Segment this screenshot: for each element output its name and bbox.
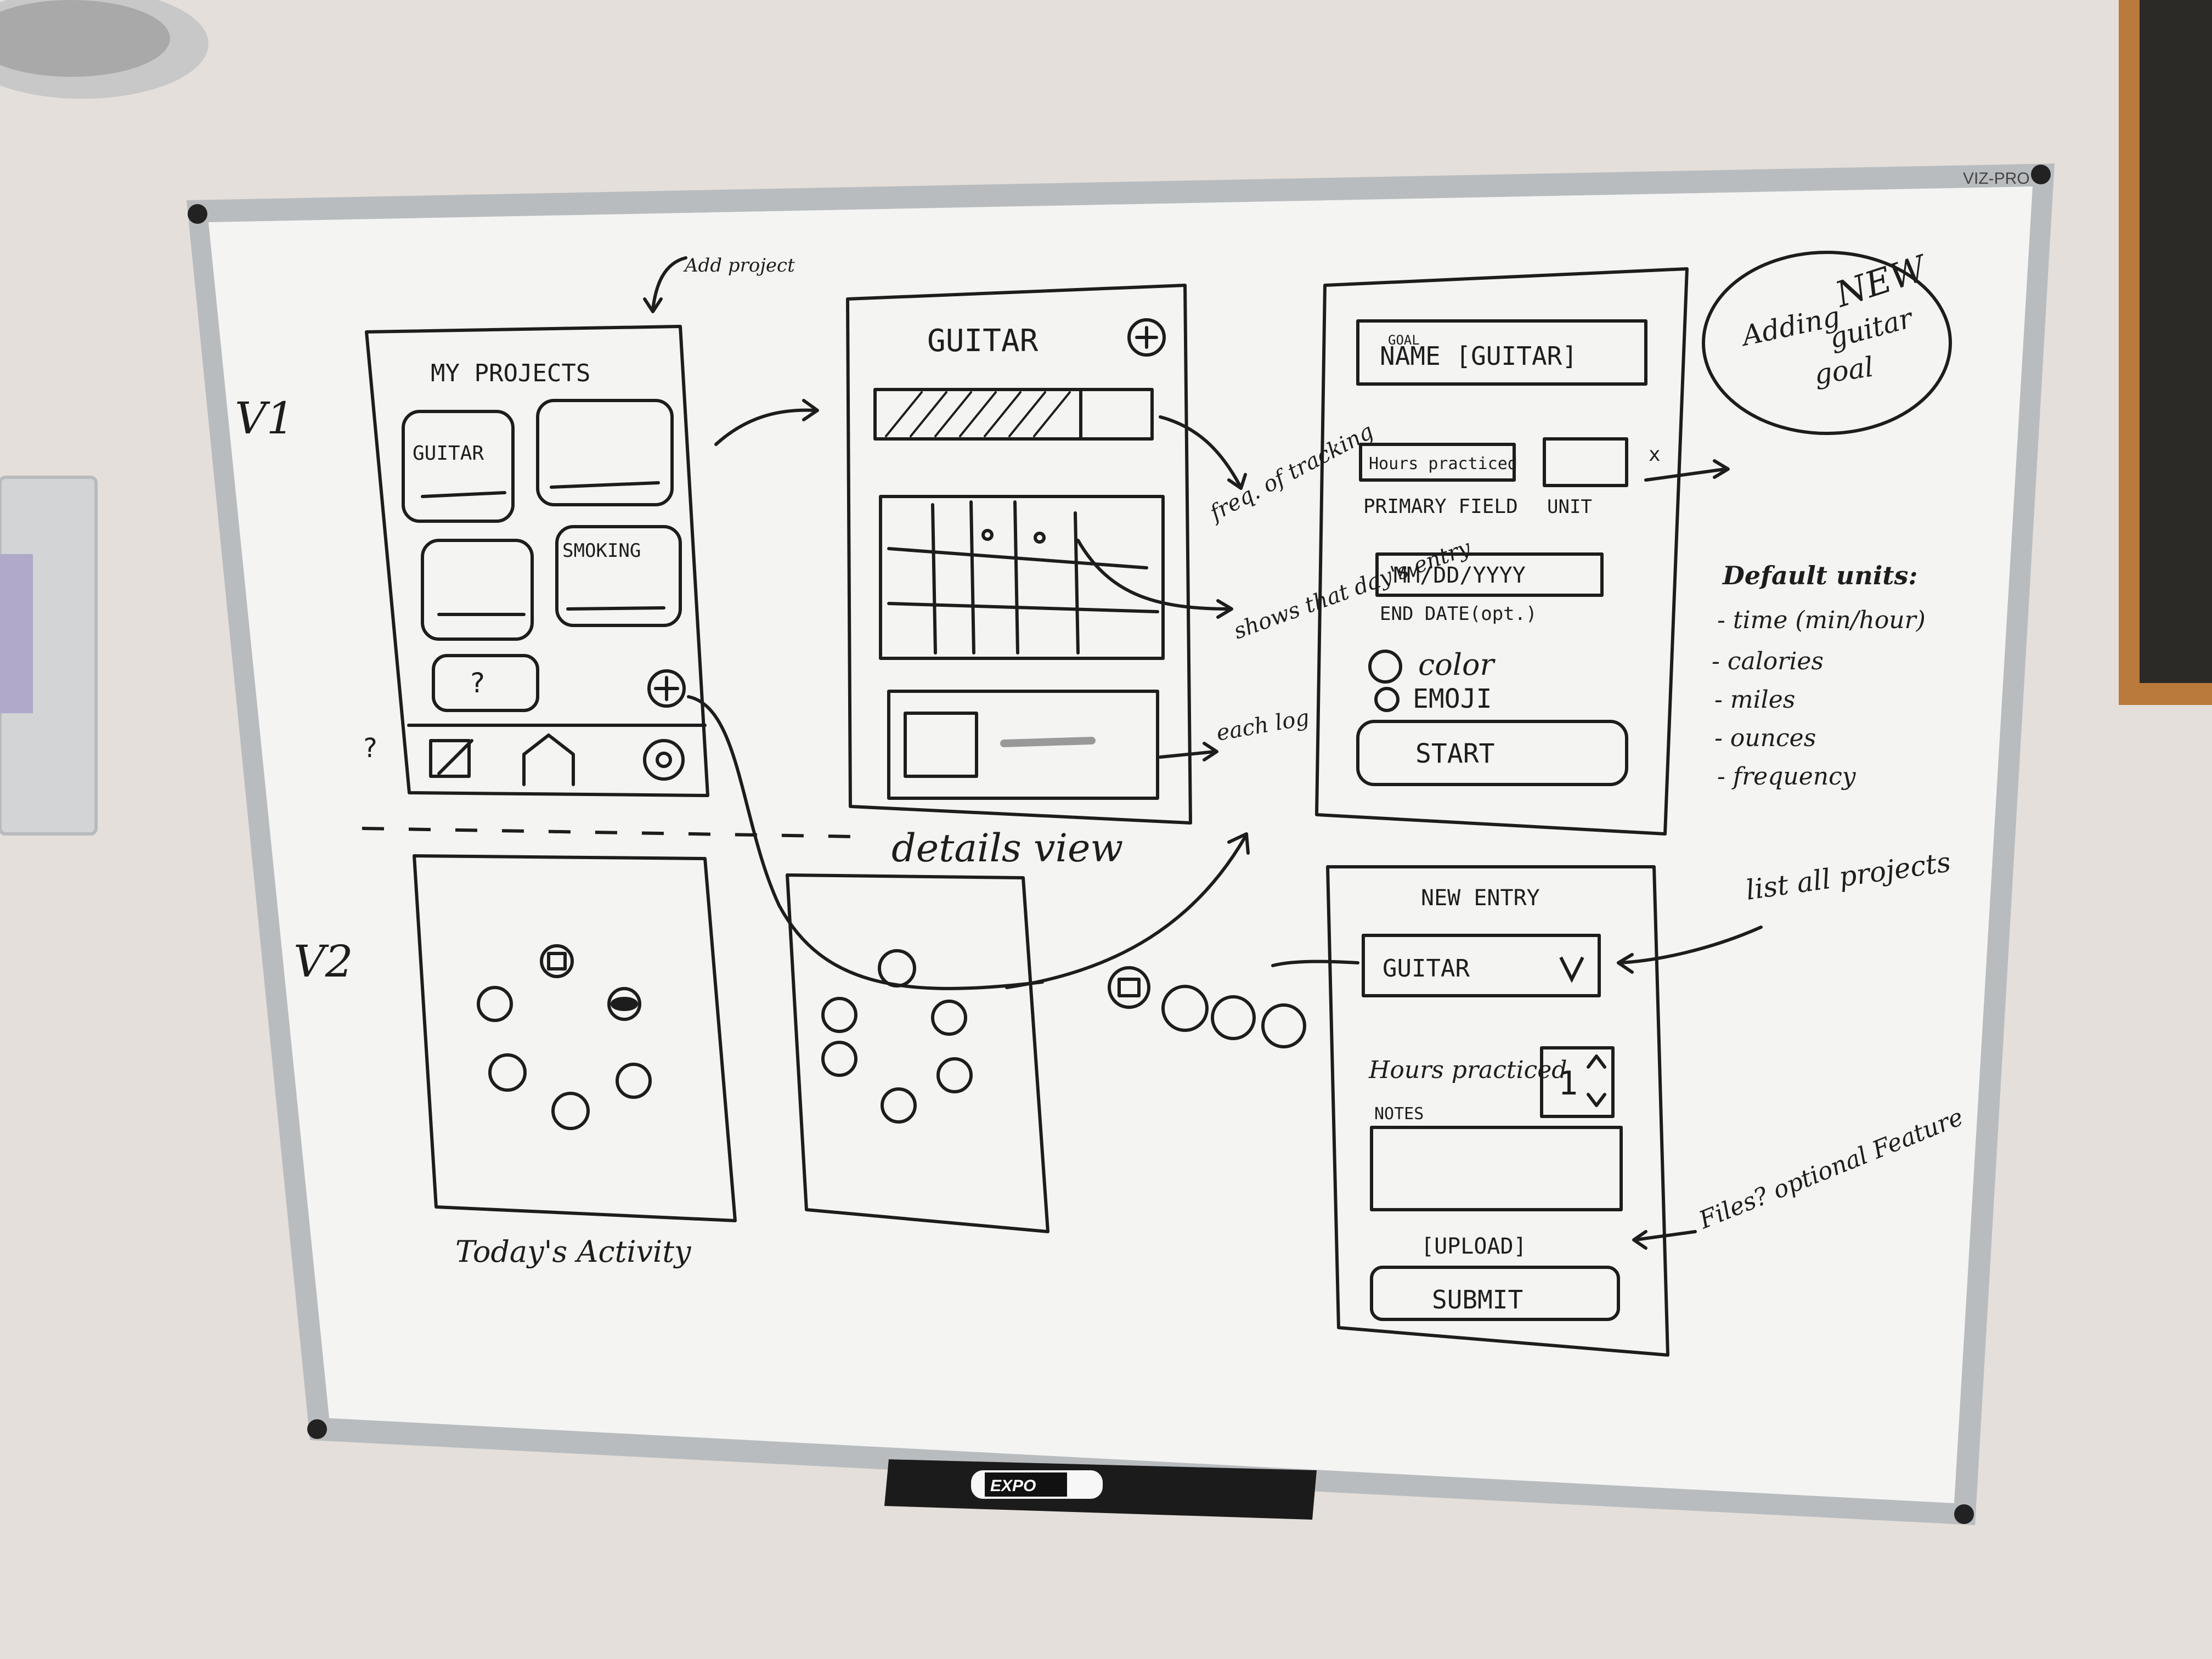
date-field-label: END DATE(opt.) bbox=[1380, 603, 1537, 625]
dashed-divider bbox=[362, 827, 856, 838]
marker-brand: EXPO bbox=[990, 1477, 1036, 1495]
unit-label: UNIT bbox=[1547, 496, 1592, 518]
chevron-down-icon[interactable] bbox=[1559, 956, 1584, 983]
default-unit-item: - frequency bbox=[1717, 763, 1857, 791]
home-icon[interactable] bbox=[522, 733, 575, 786]
entry-title: NEW ENTRY bbox=[1421, 885, 1540, 911]
calendar-grid[interactable] bbox=[879, 495, 1165, 660]
entry-screen-sketch bbox=[1326, 865, 1669, 1357]
goal-caption: GOAL bbox=[1388, 332, 1420, 348]
label-v1: V1 bbox=[235, 393, 295, 444]
project-tile-unknown[interactable] bbox=[432, 654, 539, 712]
unit-field-input[interactable] bbox=[1543, 437, 1628, 487]
end-date-field[interactable] bbox=[1375, 552, 1604, 597]
tile-label-smoking: SMOKING bbox=[562, 540, 641, 562]
notes-label: NOTES bbox=[1374, 1104, 1424, 1124]
hours-stepper[interactable] bbox=[1540, 1046, 1615, 1118]
remove-mark[interactable]: x bbox=[1649, 443, 1661, 466]
project-tile-3[interactable] bbox=[421, 539, 534, 641]
submit-button[interactable]: SUBMIT bbox=[1432, 1285, 1523, 1314]
tile-label-unknown: ? bbox=[469, 667, 486, 699]
primary-field-value: Hours practiced bbox=[1369, 454, 1517, 473]
project-select[interactable] bbox=[1362, 934, 1601, 997]
label-v2: V2 bbox=[294, 936, 353, 987]
home-screen-sketch bbox=[365, 256, 709, 797]
brand-label: VIZ-PRO bbox=[1963, 170, 2030, 188]
activity-caption: Today's Activity bbox=[455, 1234, 692, 1269]
arrow-to-detail bbox=[714, 408, 816, 446]
plus-icon[interactable] bbox=[1127, 318, 1166, 357]
project-tile-guitar[interactable] bbox=[402, 410, 515, 523]
progress-bar bbox=[873, 388, 1154, 441]
option-emoji-radio[interactable] bbox=[1374, 687, 1400, 712]
goal-screen-sketch bbox=[1315, 267, 1689, 836]
start-button-shape[interactable] bbox=[1356, 720, 1628, 786]
default-unit-item: - time (min/hour) bbox=[1717, 606, 1926, 634]
goal-bubble bbox=[1702, 251, 1952, 435]
option-color-label: color bbox=[1418, 647, 1496, 682]
details-view-sketch bbox=[786, 873, 1306, 1233]
primary-field-label: PRIMARY FIELD bbox=[1363, 495, 1518, 518]
upload-button[interactable]: [UPLOAD] bbox=[1421, 1234, 1527, 1259]
add-project-arrow bbox=[651, 256, 687, 312]
nav-question: ? bbox=[362, 733, 378, 764]
log-entry-card[interactable] bbox=[887, 690, 1159, 800]
project-tile-smoking[interactable] bbox=[555, 525, 682, 627]
start-button[interactable]: START bbox=[1415, 738, 1495, 769]
plus-icon[interactable] bbox=[647, 669, 686, 708]
add-project-note: Add project bbox=[683, 255, 795, 276]
detail-screen-sketch bbox=[846, 284, 1192, 825]
default-units-heading: Default units: bbox=[1722, 561, 1917, 590]
tile-label-guitar: GUITAR bbox=[413, 442, 484, 465]
default-unit-item: - ounces bbox=[1714, 724, 1816, 752]
option-emoji-label: EMOJI bbox=[1413, 684, 1492, 714]
notes-textarea[interactable] bbox=[1370, 1126, 1623, 1211]
project-tile-2[interactable] bbox=[536, 399, 674, 506]
option-color-radio[interactable] bbox=[1368, 650, 1402, 684]
default-unit-item: - calories bbox=[1712, 647, 1824, 675]
edit-icon[interactable] bbox=[429, 739, 473, 778]
project-select-value: GUITAR bbox=[1383, 955, 1470, 983]
gear-icon[interactable] bbox=[643, 739, 685, 781]
entry-field-value: 1 bbox=[1558, 1064, 1578, 1103]
goal-name-text: NAME [GUITAR] bbox=[1380, 341, 1577, 371]
submit-button-shape[interactable] bbox=[1370, 1266, 1620, 1321]
primary-field-input[interactable] bbox=[1359, 443, 1516, 482]
goal-name-field[interactable] bbox=[1356, 319, 1647, 386]
detail-title: GUITAR bbox=[927, 323, 1039, 359]
activity-screen-sketch bbox=[413, 854, 737, 1222]
entry-field-label: Hours practiced bbox=[1368, 1056, 1567, 1084]
details-view-label: details view bbox=[891, 826, 1123, 871]
default-unit-item: - miles bbox=[1714, 686, 1795, 714]
home-title: MY PROJECTS bbox=[431, 359, 590, 387]
date-field-text: MM/DD/YYYY bbox=[1393, 563, 1526, 588]
board-surface bbox=[208, 187, 2033, 1503]
